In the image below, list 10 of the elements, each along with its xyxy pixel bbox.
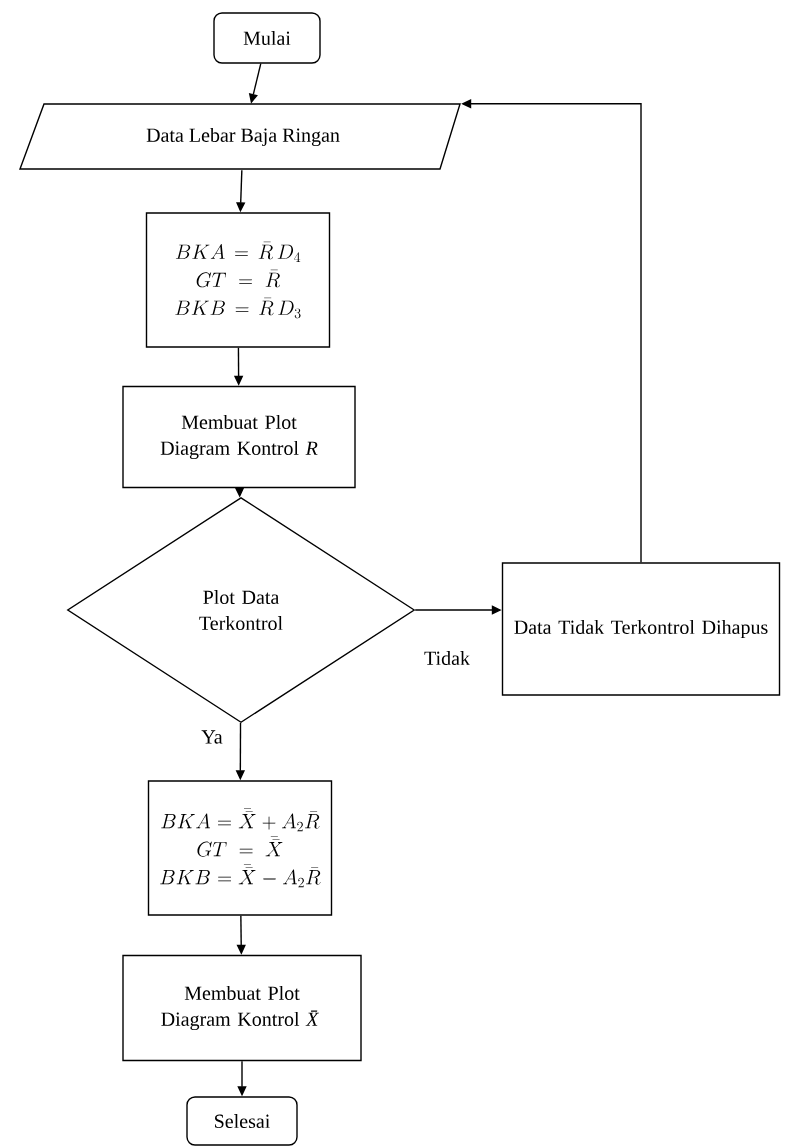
process-box: Data Tidak Terkontrol Dihapus bbox=[501, 562, 781, 696]
edge-label: Ya bbox=[200, 729, 224, 745]
terminal-box: Selesai bbox=[186, 1096, 298, 1146]
process-box: Membuat Plot Diagram Kontrol X̄ bbox=[122, 954, 362, 1062]
process-box: Membuat Plot Diagram Kontrol R bbox=[122, 385, 356, 489]
terminal-box: Mulai bbox=[213, 12, 321, 64]
edge-label: Tidak bbox=[423, 649, 471, 667]
process-box: $BKA = \bar{\bar{X}} + A_2\bar{R}$ $GT = \bar{\bar{X}}$ $BKB = \bar{\bar{X}} - A_2\bar{R}$ bbox=[147, 780, 333, 916]
data-parallelogram: Data Lebar Baja Ringan bbox=[19, 103, 461, 170]
process-box: $BKA = \bar{R}\,D_4$ $GT = \bar{R}$ $BKB = \bar{R}\,D_3$ bbox=[145, 212, 331, 348]
